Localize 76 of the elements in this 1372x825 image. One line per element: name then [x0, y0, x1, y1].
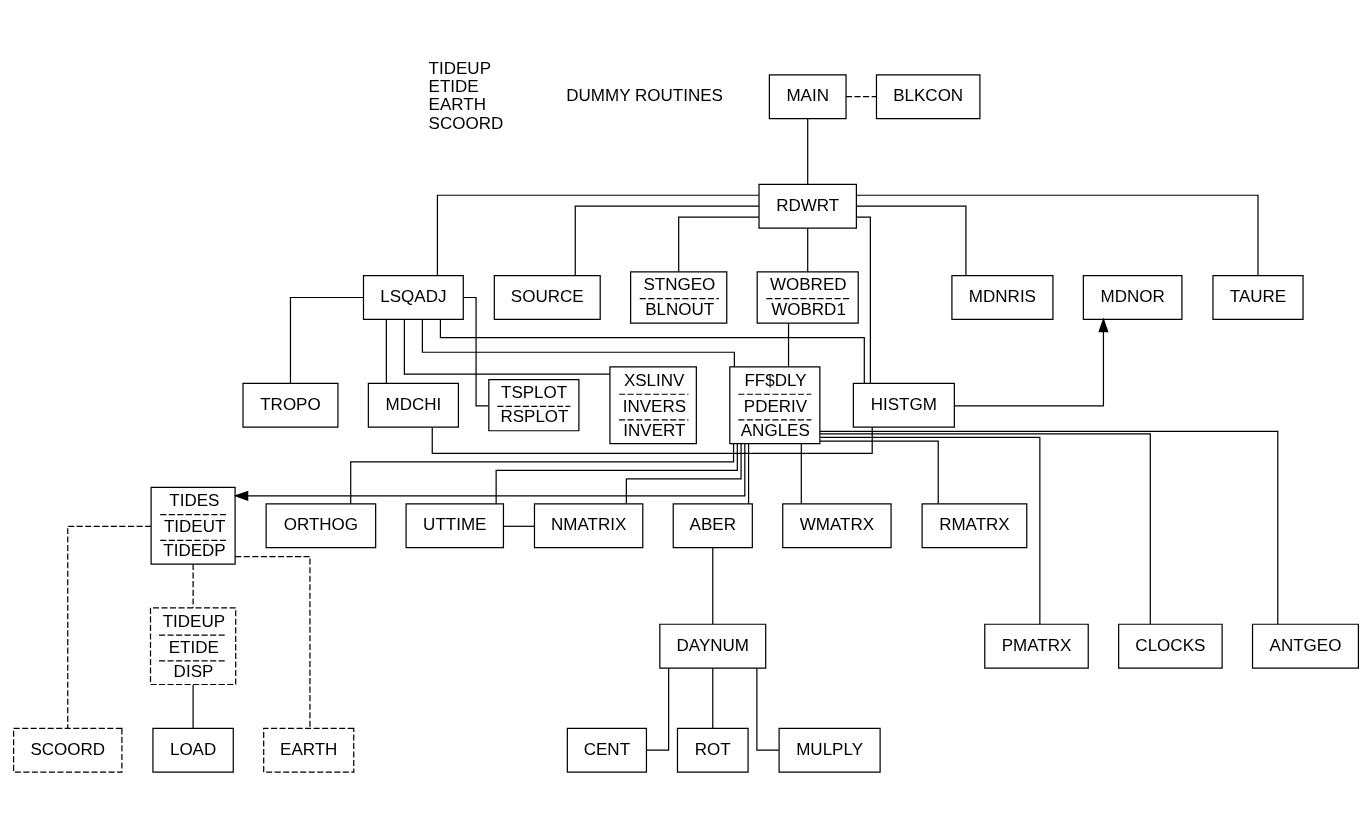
node-box: EARTH [263, 727, 355, 773]
connector [819, 440, 939, 505]
connector [385, 319, 387, 384]
connector [574, 205, 760, 276]
label: TIDEUP [428, 58, 491, 78]
node-box: RDWRT [758, 183, 857, 229]
connector [819, 433, 1151, 625]
node-box: MDNOR [1082, 274, 1183, 320]
node-box: SCOORD [13, 727, 123, 773]
connector [436, 194, 760, 276]
node-box: PMATRX [984, 623, 1089, 669]
node-box: RMATRX [921, 503, 1028, 549]
node-box: CENT [566, 727, 648, 773]
connector [712, 547, 714, 625]
connector [807, 227, 809, 273]
node-box: NMATRIX [533, 503, 644, 549]
connector [495, 443, 738, 505]
connector [845, 96, 877, 98]
node-box: MULPLY [778, 727, 881, 773]
node-box: ORTHOG [265, 503, 377, 549]
label: ETIDE [428, 77, 479, 97]
connector [807, 118, 809, 185]
node-box: TROPO [242, 382, 339, 428]
node-box: BLKCON [875, 74, 981, 120]
connector [439, 318, 865, 384]
node-box: DAYNUM [659, 623, 767, 669]
connector [67, 525, 152, 729]
connector [747, 443, 750, 505]
connector [502, 525, 535, 527]
connector [421, 318, 735, 368]
node-box: LOAD [152, 727, 234, 773]
connector [787, 322, 790, 367]
connector [819, 436, 1041, 625]
connector [350, 442, 735, 505]
node-box: MAIN [768, 74, 847, 120]
node-box: SOURCE [493, 274, 601, 320]
node-box: TAURE [1212, 274, 1304, 320]
label: SCOORD [428, 113, 504, 133]
connector [462, 296, 489, 407]
node-box: MDCHI [367, 382, 460, 428]
connector [756, 667, 780, 751]
connector [855, 216, 871, 384]
node-box: FF$DLY PDERIV ANGLES [729, 366, 821, 445]
connector [403, 319, 611, 375]
connector [855, 205, 967, 276]
node-box: TIDEUP ETIDE DISP [149, 607, 237, 686]
arrow [233, 443, 746, 501]
node-box: STNGEO BLNOUT [630, 271, 728, 324]
connector [192, 563, 194, 609]
node-box: ROT [676, 727, 749, 773]
label: DUMMY ROUTINES [566, 86, 723, 106]
node-box: LSQADJ [362, 274, 464, 320]
connector [234, 556, 311, 729]
arrow [954, 317, 1109, 407]
node-box: TSPLOT RSPLOT [488, 379, 580, 432]
node-box: WMATRX [782, 503, 892, 549]
node-box: WOBRED WOBRD1 [756, 271, 859, 324]
node-box: HISTGM [852, 382, 955, 428]
label: EARTH [428, 95, 486, 115]
connector [625, 443, 742, 504]
node-box: ABER [672, 503, 753, 549]
connector [646, 667, 670, 751]
node-box: XSLINV INVERS INVERT [609, 366, 697, 445]
node-box: TIDES TIDEUT TIDEDP [150, 486, 236, 565]
node-box: UTTIME [405, 503, 505, 549]
connector [192, 684, 194, 729]
connector [678, 216, 760, 273]
node-box: MDNRIS [951, 274, 1054, 320]
connector [856, 194, 1259, 276]
node-box: ANTGEO [1251, 623, 1359, 669]
connector [819, 430, 1279, 625]
connector [431, 426, 873, 454]
connector [289, 296, 364, 384]
connector [712, 667, 714, 729]
node-box: CLOCKS [1118, 623, 1223, 669]
connector [800, 443, 802, 505]
